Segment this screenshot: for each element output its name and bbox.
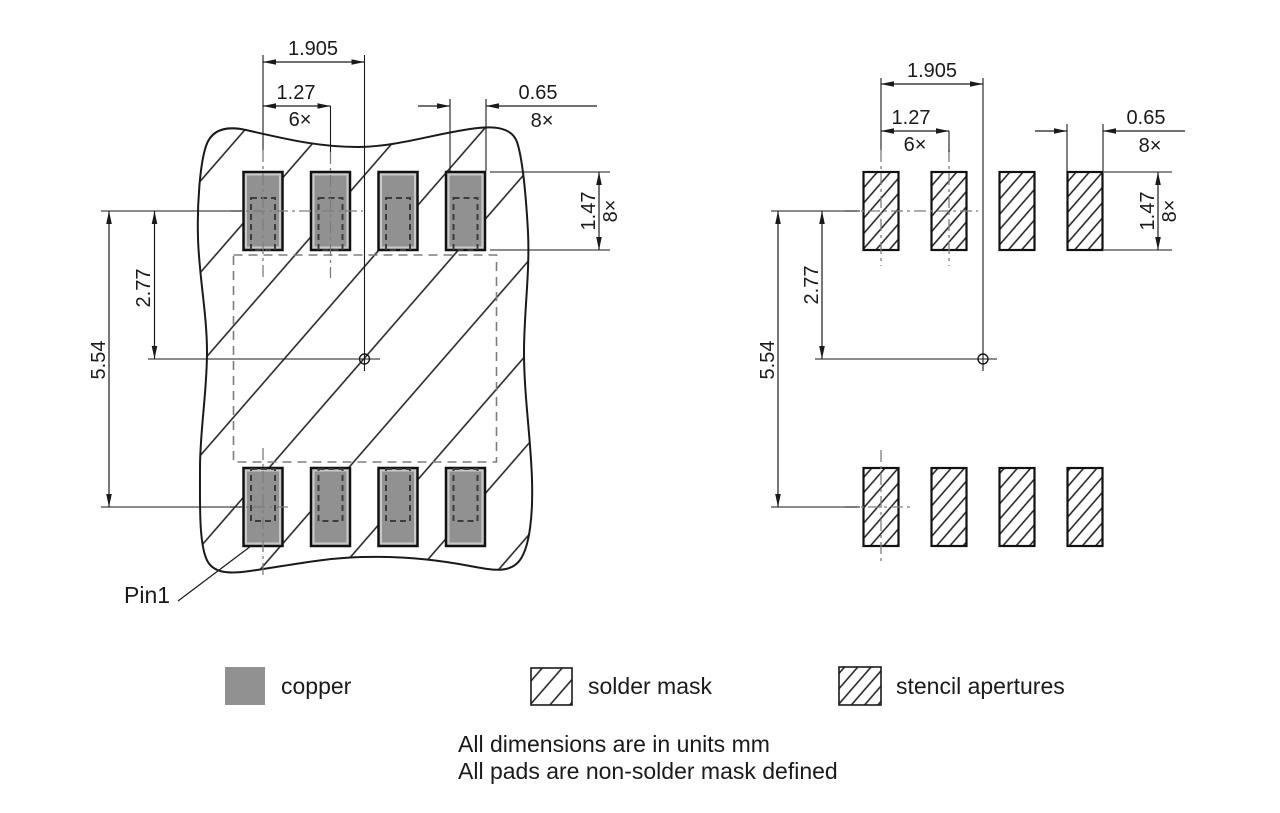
dim-pad-width-count-left: 8× [531,110,554,132]
dim-aperture-height-label-right: 1.47 [1137,192,1159,231]
pin1-callout: Pin1 [124,545,252,608]
legend-item-solder-mask: solder mask [530,667,712,706]
dim-pitch-label-left: 1.27 [277,82,316,104]
stencil-aperture-4 [1066,170,1104,252]
dim-pitch-right: 1.27 6× [881,107,950,156]
dim-half-row-right: 2.77 [771,210,860,359]
dim-pad-height-left: 1.47 8× [490,171,622,251]
legend-stencil-apertures-label: stencil apertures [896,673,1065,699]
stencil-apertures-swatch [838,666,882,706]
dim-span-label-left: 1.905 [288,38,338,60]
dim-aperture-height-count-right: 8× [1159,200,1181,223]
drawing-notes: All dimensions are in units mm All pads … [458,731,838,784]
copper-pad-7 [309,466,352,548]
dim-pitch-label-right: 1.27 [892,107,931,129]
pcb-copper-soldermask-view: 1.905 1.27 6× 0.65 8× [88,38,622,608]
center-origin-marker-right [815,78,997,371]
dim-pitch-count-left: 6× [289,109,312,131]
dim-aperture-width-label-right: 0.65 [1127,107,1166,129]
dim-aperture-width-right: 0.65 8× [1035,107,1185,171]
dim-pad-height-count-left: 8× [600,200,622,223]
dim-half-row-label-left: 2.77 [133,269,155,308]
dim-pad-height-label-left: 1.47 [578,192,600,231]
legend-item-stencil-apertures: stencil apertures [838,666,1065,706]
component-body-outline [232,254,498,463]
copper-swatch [225,667,265,705]
dim-span-label-right: 1.905 [907,60,957,82]
solder-mask-swatch [530,667,573,706]
dim-half-row-label-right: 2.77 [801,266,823,305]
dim-row-span-right: 5.54 [757,211,860,508]
dim-half-row-left: 2.77 [101,210,242,359]
stencil-aperture-3 [998,170,1036,252]
pin1-label: Pin1 [124,582,170,608]
dim-span-left: 1.905 [262,38,365,150]
dim-span-right: 1.905 [880,60,983,150]
center-origin-marker [148,55,380,371]
dim-aperture-width-count-right: 8× [1139,135,1162,157]
stencil-aperture-view: 1.905 1.27 6× 0.65 8× [757,60,1185,564]
dim-pitch-count-right: 6× [904,134,927,156]
note-units: All dimensions are in units mm [458,731,770,757]
legend-copper-label: copper [281,673,352,699]
stencil-aperture-7 [930,466,968,548]
copper-pad-6 [377,466,419,548]
dim-aperture-height-right: 1.47 8× [1104,171,1181,251]
copper-pad-4 [444,170,487,252]
dim-pad-width-label-left: 0.65 [519,82,558,104]
copper-pad-5 [444,466,487,548]
dim-row-span-label-left: 5.54 [88,341,110,380]
legend-item-copper: copper [225,667,352,705]
dim-row-span-left: 5.54 [88,211,242,508]
copper-pad-3 [377,170,419,252]
legend: copper solder mask stencil apertures [225,666,1065,706]
dim-row-span-label-right: 5.54 [757,341,779,380]
note-mask-defined: All pads are non-solder mask defined [458,758,838,784]
stencil-aperture-6 [998,466,1036,548]
dim-pad-width-left: 0.65 8× [418,82,597,171]
legend-solder-mask-label: solder mask [588,673,712,699]
dim-pitch-left: 1.27 6× [263,82,332,152]
stencil-aperture-5 [1066,466,1104,548]
